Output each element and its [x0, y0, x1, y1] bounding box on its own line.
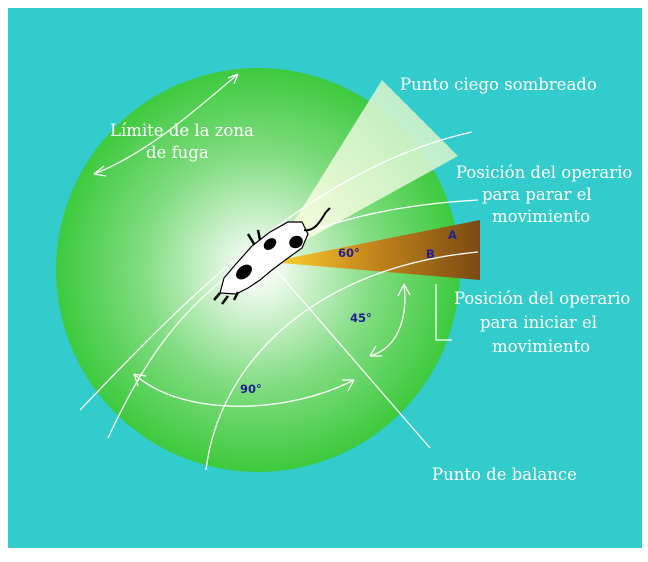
angle-45-label: 45°: [350, 311, 372, 325]
flight-limit-label-line2: de fuga: [146, 143, 209, 162]
side-angle-arrow-head-2: [397, 283, 411, 297]
stop-position-label-line2: para parar el: [482, 185, 592, 204]
rear-angle-arrow: [133, 373, 355, 407]
flight-limit-label-line1: Límite de la zona: [110, 121, 254, 140]
side-angle-arrow: [369, 283, 406, 357]
flight-limit-arrow-head-1: [93, 165, 107, 177]
start-position-label-line3: movimiento: [492, 337, 590, 356]
angle-60-label: 60°: [338, 246, 360, 260]
arrows: [93, 73, 411, 407]
side-angle-arrow-head-1: [369, 345, 382, 357]
cow-silhouette-icon: [213, 207, 331, 305]
stop-position-label-line1: Posición del operario: [456, 163, 632, 182]
stop-position-label-line3: movimiento: [492, 207, 590, 226]
flight-limit-arrow-head-2: [227, 73, 239, 85]
guide-line-inner: [205, 251, 479, 471]
start-position-label-line2: para iniciar el: [480, 313, 597, 332]
blind-spot-label: Punto ciego sombreado: [400, 75, 597, 94]
position-b-marker: B: [426, 247, 435, 261]
angle-90-label: 90°: [240, 382, 262, 396]
operator-wedge: [270, 220, 480, 280]
start-position-label-line1: Posición del operario: [454, 289, 630, 308]
flight-zone-diagram: Punto ciego sombreado Límite de la zona …: [8, 8, 642, 548]
rear-angle-arrow-head-2: [342, 379, 355, 392]
start-position-line: [435, 284, 452, 341]
position-a-marker: A: [448, 228, 457, 242]
balance-line: [275, 269, 431, 449]
blind-spot-cone: [270, 80, 458, 260]
rear-angle-arrow-head-1: [133, 373, 147, 387]
flight-limit-arrow: [93, 73, 239, 175]
balance-point-label: Punto de balance: [432, 465, 577, 484]
